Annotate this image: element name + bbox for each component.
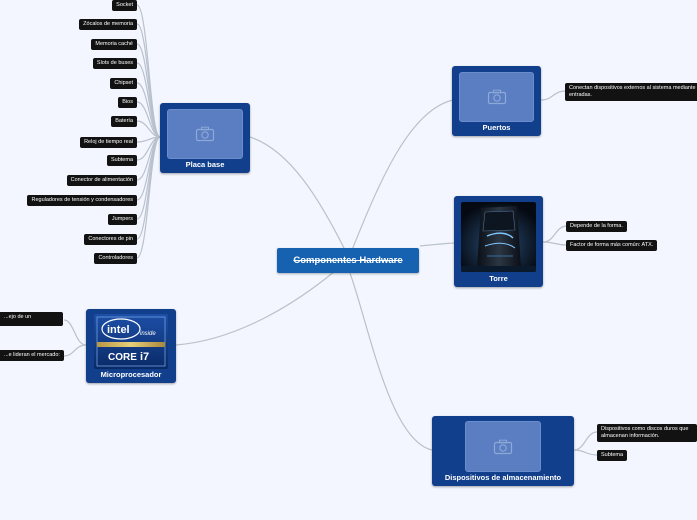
- node-label: Dispositivos de almacenamiento: [444, 473, 562, 482]
- node-label: Placa base: [185, 160, 225, 169]
- leaf-almac-subtema[interactable]: Subtema: [597, 450, 628, 461]
- leaf-socket[interactable]: Socket: [112, 0, 137, 11]
- node-placa-base[interactable]: Placa base: [160, 103, 250, 173]
- image-placeholder: [167, 109, 243, 159]
- leaf-zocalos[interactable]: Zócalos de memoria: [79, 19, 137, 30]
- leaf-torre-atx[interactable]: Factor de forma más común: ATX.: [566, 240, 658, 251]
- node-label: Torre: [489, 274, 508, 283]
- leaf-subtema[interactable]: Subtema: [106, 155, 137, 166]
- intel-core-i7-logo: intel inside CORE i7: [94, 314, 168, 369]
- node-puertos[interactable]: Puertos: [452, 66, 541, 136]
- leaf-controladores[interactable]: Controladores: [94, 253, 137, 264]
- leaf-bateria[interactable]: Batería: [111, 116, 137, 127]
- leaf-memoria-cache[interactable]: Memoria caché: [91, 39, 137, 50]
- leaf-jumpers[interactable]: Jumpers: [107, 214, 137, 225]
- leaf-bios[interactable]: Bios: [118, 97, 137, 108]
- leaf-micro-1[interactable]: ...ejo de un: [0, 312, 63, 326]
- camera-icon: [487, 89, 506, 105]
- node-microprocesador[interactable]: intel inside CORE i7 Microprocesador: [86, 309, 176, 383]
- camera-icon: [493, 439, 513, 454]
- central-topic-label: Componentes Hardware: [293, 255, 403, 266]
- leaf-reloj[interactable]: Reloj de tiempo real: [80, 137, 137, 148]
- leaf-reguladores[interactable]: Reguladores de tensión y condensadores: [27, 195, 137, 206]
- image-placeholder: [465, 421, 541, 472]
- node-label: Puertos: [482, 123, 511, 132]
- node-torre[interactable]: Torre: [454, 196, 543, 287]
- leaf-conectores-pin[interactable]: Conectores de pin: [84, 234, 137, 245]
- leaf-almac-descripcion[interactable]: Dispositivos como discos duros que almac…: [597, 424, 697, 442]
- leaf-chipset[interactable]: Chipset: [110, 78, 137, 89]
- pc-tower-image: [461, 202, 536, 272]
- intel-inside-text: inside: [140, 331, 156, 337]
- leaf-puertos-descripcion[interactable]: Conectan dispositivos externos al sistem…: [565, 83, 697, 101]
- central-topic[interactable]: Componentes Hardware: [277, 248, 419, 273]
- leaf-torre-forma[interactable]: Depende de la forma.: [566, 221, 627, 232]
- leaf-slots[interactable]: Slots de buses: [92, 58, 137, 69]
- intel-model-text: i7: [140, 351, 149, 363]
- camera-icon: [195, 126, 215, 142]
- leaf-micro-2[interactable]: ...e lideran el mercado:: [0, 350, 64, 361]
- intel-core-text: CORE: [108, 352, 137, 363]
- image-placeholder: [459, 72, 534, 122]
- node-label: Microprocesador: [100, 370, 162, 379]
- leaf-conector-alimentacion[interactable]: Conector de alimentación: [66, 175, 137, 186]
- intel-brand-text: intel: [107, 324, 130, 336]
- node-almacenamiento[interactable]: Dispositivos de almacenamiento: [432, 416, 574, 486]
